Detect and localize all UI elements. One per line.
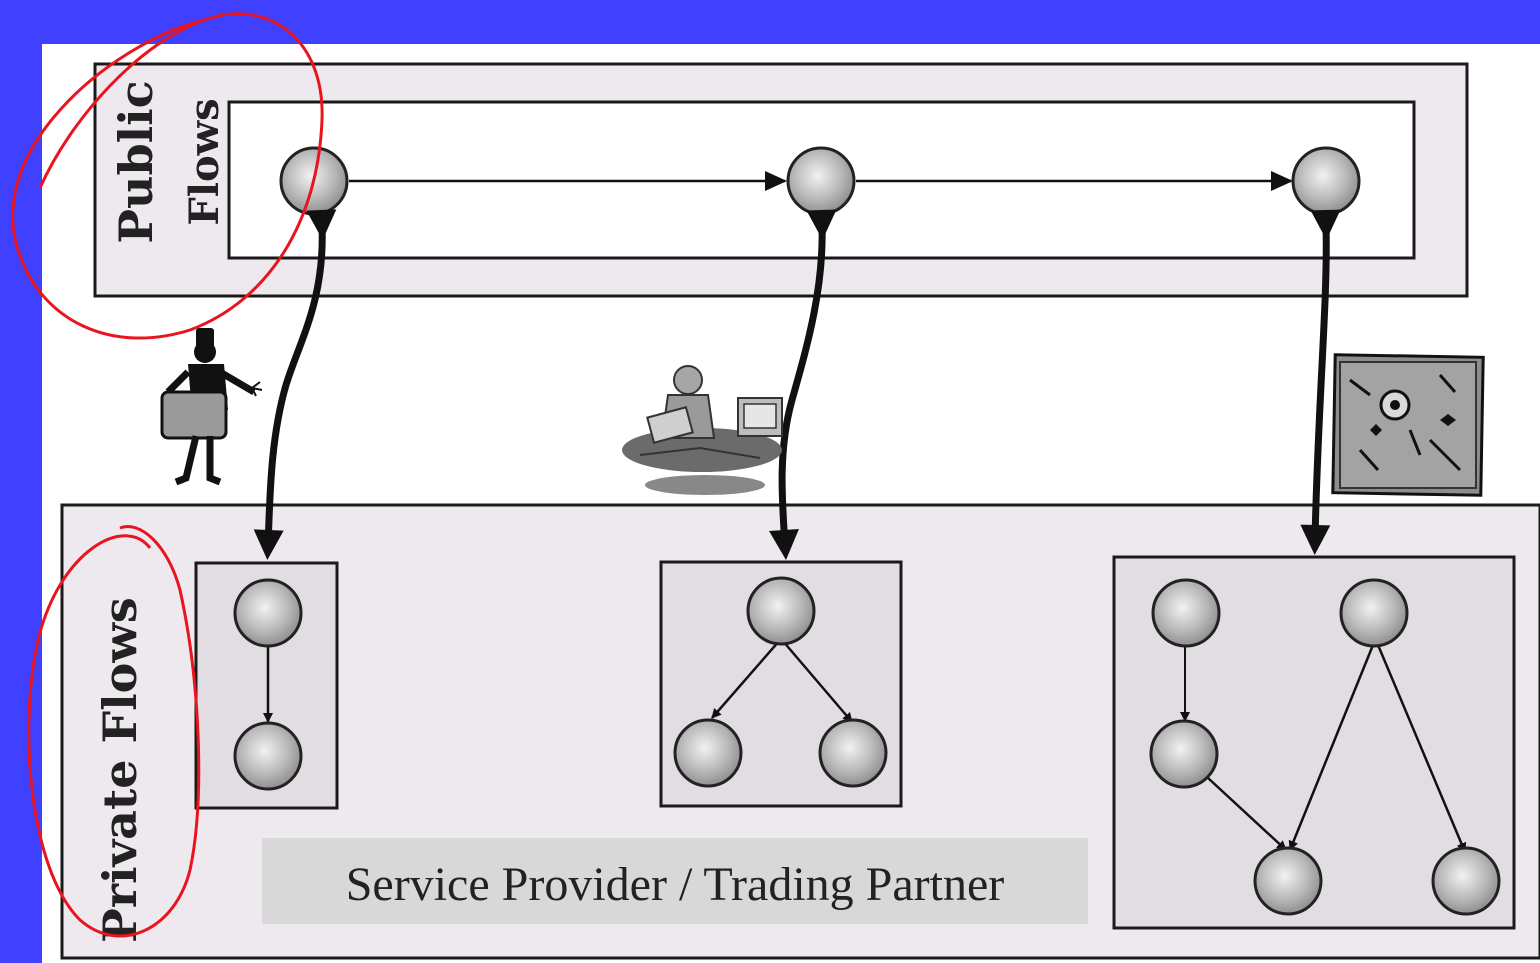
- public-node-3: [1291, 146, 1361, 216]
- private-node: [673, 718, 743, 788]
- public-private-connector-1: [253, 209, 337, 560]
- public-flows-label: Public: [109, 80, 163, 243]
- private-node: [746, 576, 816, 646]
- caption-text: Service Provider / Trading Partner: [346, 858, 1005, 911]
- private-node: [1151, 578, 1221, 648]
- public-private-connector-2: [769, 209, 837, 560]
- private-node: [1253, 846, 1323, 916]
- public-node-2: [786, 146, 856, 216]
- person-at-desk-with-computer-icon: [622, 365, 783, 495]
- private-flow-group-1: [194, 561, 339, 810]
- private-flows-annotation-circle: [27, 525, 201, 938]
- public-flows-label-line2: Flows: [181, 98, 228, 225]
- private-node: [1339, 578, 1409, 648]
- private-flow-group-2: [659, 560, 903, 808]
- private-node: [818, 718, 888, 788]
- private-node: [233, 721, 303, 791]
- public-private-connector-3: [1300, 209, 1341, 555]
- private-node: [233, 578, 303, 648]
- walking-person-with-briefcase-icon: [160, 328, 263, 486]
- map-icon: [1331, 353, 1485, 497]
- private-node: [1431, 846, 1501, 916]
- service-provider-caption: Service Provider / Trading Partner: [262, 838, 1088, 924]
- private-flows-label: Private Flows: [93, 597, 147, 943]
- private-node: [1149, 719, 1219, 789]
- private-flow-group-3: [1112, 555, 1516, 930]
- public-flows-annotation-circle: [11, 12, 324, 340]
